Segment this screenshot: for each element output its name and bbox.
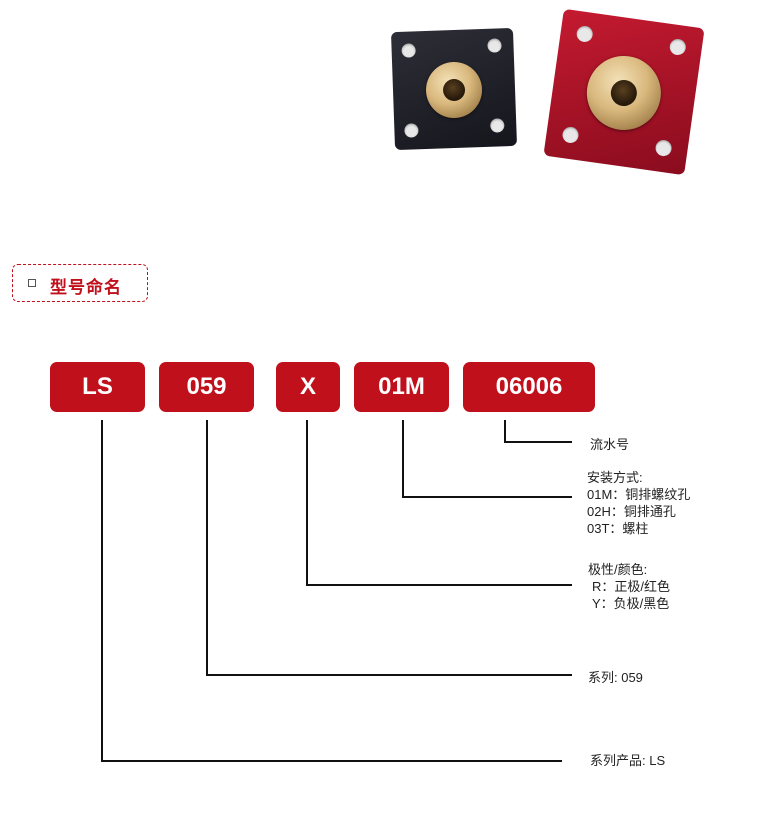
black-terminal-image (390, 27, 518, 151)
label-polarity-option: R：正极/红色 (592, 579, 671, 594)
connector-mount-v (402, 420, 404, 497)
label-polarity-title: 极性/颜色: (588, 562, 648, 577)
code-ls: LS (50, 362, 145, 412)
label-product: 系列产品: LS (590, 753, 666, 768)
label-mount-option: 02H：铜排通孔 (587, 504, 676, 519)
label-polarity-option: Y：负极/黑色 (592, 596, 670, 611)
connector-series-h (206, 674, 572, 676)
connector-series-v (206, 420, 208, 675)
checkbox-icon (28, 279, 36, 287)
section-title: 型号命名 (50, 278, 122, 297)
label-serial: 流水号 (590, 437, 630, 452)
code-serial: 06006 (463, 362, 595, 412)
label-mount-option: 03T：螺柱 (587, 521, 649, 536)
connector-serial-v (504, 420, 506, 442)
connector-mount-h (402, 496, 572, 498)
code-polarity: X (276, 362, 340, 412)
label-mount-option: 01M：铜排螺纹孔 (587, 487, 691, 502)
code-mount: 01M (354, 362, 449, 412)
section-heading: 型号命名 (12, 264, 148, 302)
connector-product-v (101, 420, 103, 761)
label-series: 系列: 059 (588, 670, 643, 685)
connector-polarity-h (306, 584, 572, 586)
connector-serial-h (504, 441, 572, 443)
code-series: 059 (159, 362, 254, 412)
red-terminal-image (543, 8, 705, 176)
label-mount-title: 安装方式: (587, 470, 643, 485)
connector-product-h (101, 760, 562, 762)
connector-polarity-v (306, 420, 308, 585)
